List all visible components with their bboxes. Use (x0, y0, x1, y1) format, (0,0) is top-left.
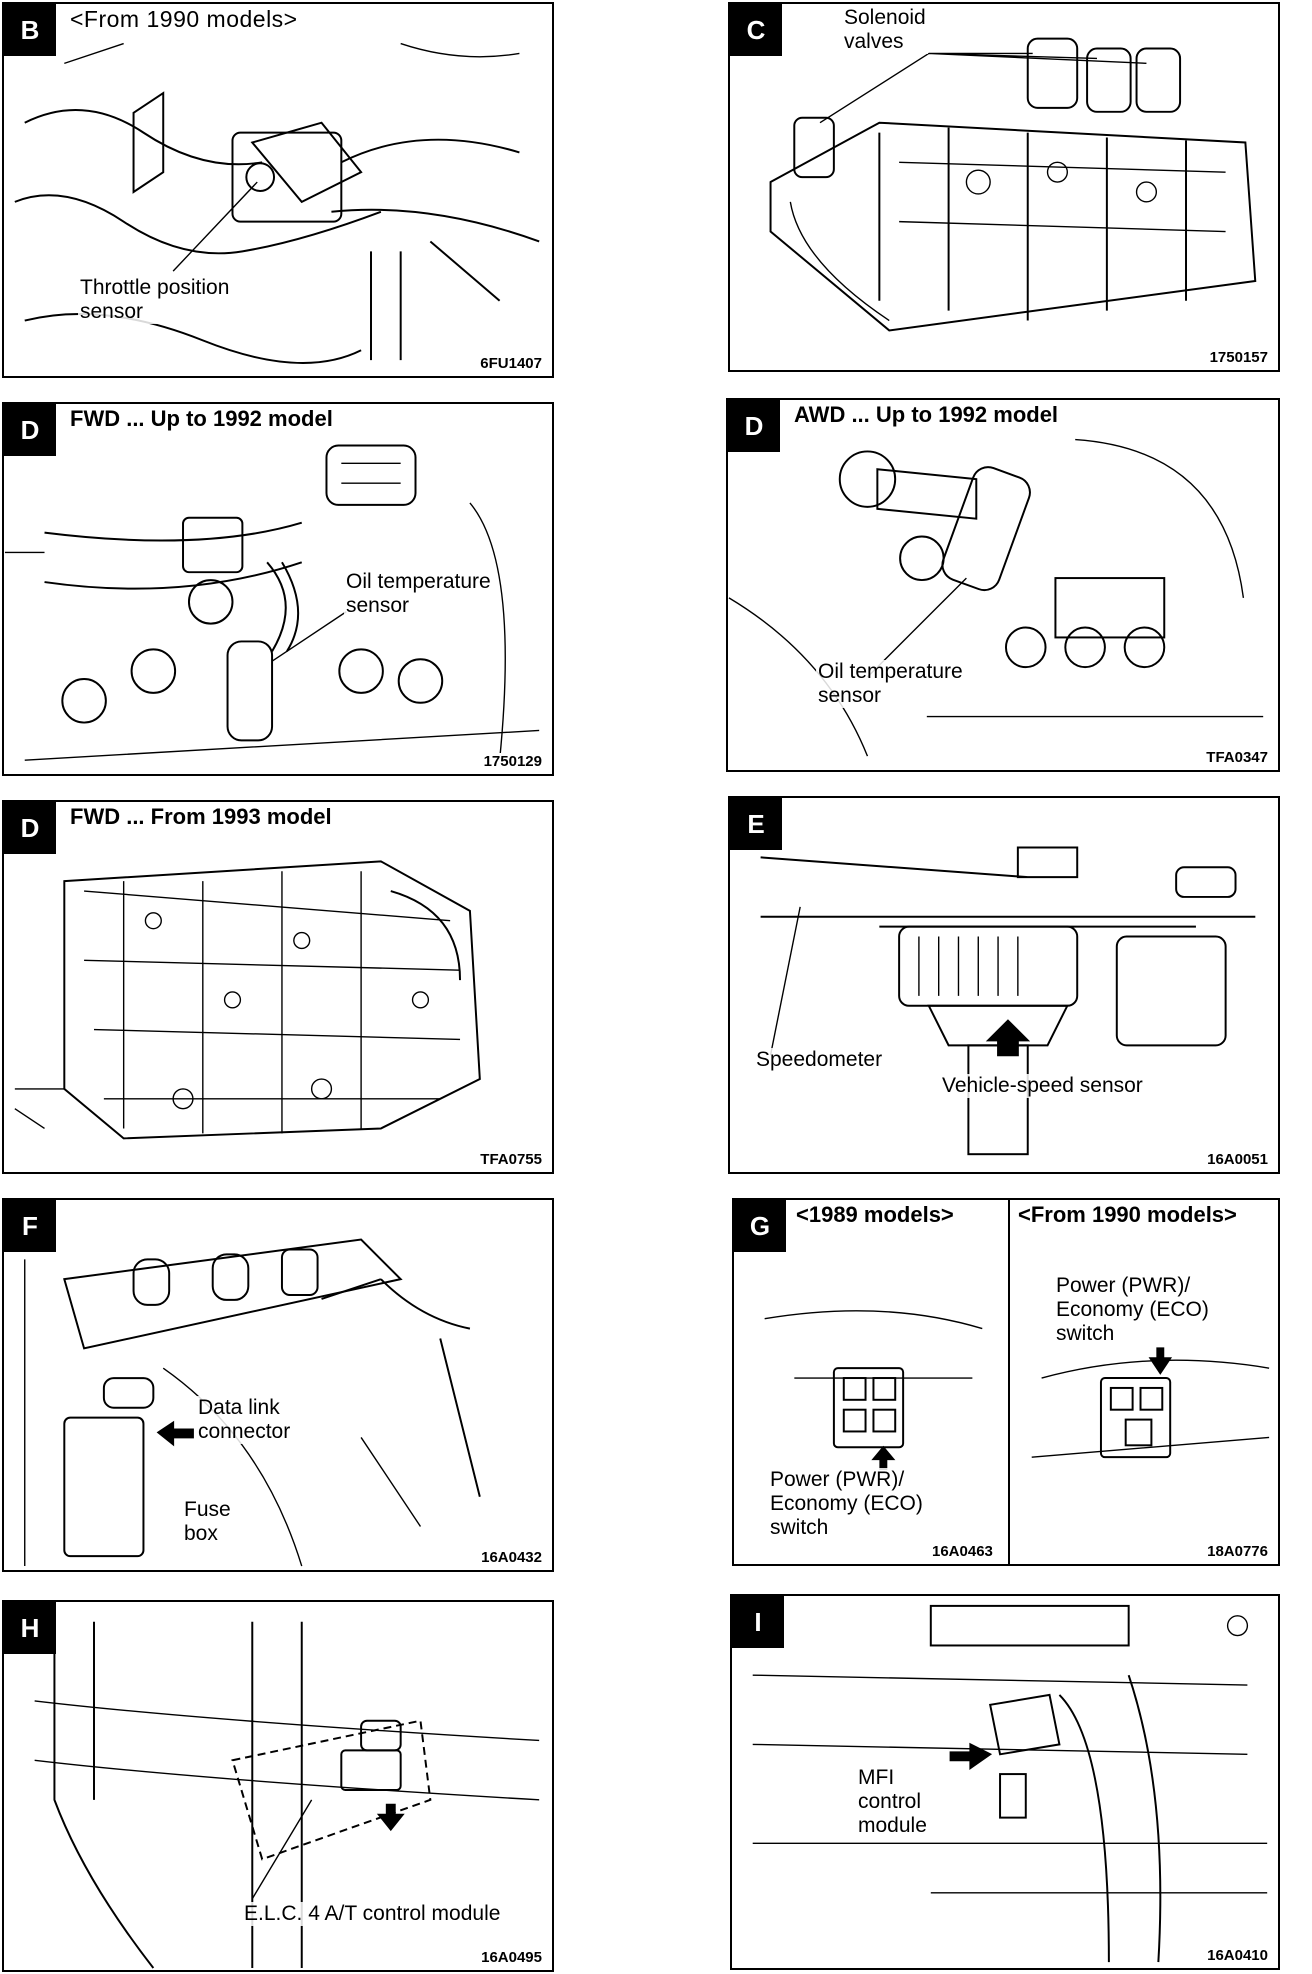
panel-d-1993-figure-code: TFA0755 (478, 1151, 544, 1168)
figure-panel-c: C Solenoid valves 1750157 (728, 2, 1280, 372)
solenoid-valves-illustration (769, 37, 1257, 332)
pwr-eco-switch-illustration (764, 1310, 1270, 1471)
figure-panel-g: G <1989 models> <From 1990 models> Power… (732, 1198, 1280, 1566)
mfi-control-module-illustration (752, 1604, 1268, 1963)
panel-d-awd-title: AWD ... Up to 1992 model (790, 402, 1063, 428)
figure-panel-i: I MFI control module 16A0410 (730, 1594, 1280, 1970)
panel-d-1993-title: FWD ... From 1993 model (66, 804, 336, 830)
panel-d-1993-badge: D (4, 802, 56, 854)
throttle-position-sensor-illustration (14, 42, 540, 364)
panel-b-badge: B (4, 4, 56, 56)
panel-b-title: <From 1990 models> (66, 6, 302, 33)
panel-f-figure-code: 16A0432 (479, 1549, 544, 1566)
panel-i-label-mfi-control-module: MFI control module (856, 1766, 929, 1838)
panel-e-label-speedometer: Speedometer (754, 1048, 885, 1072)
panel-h-figure-code: 16A0495 (479, 1949, 544, 1966)
figure-panel-d-fwd-from-1993: D FWD ... From 1993 model TFA0755 (2, 800, 554, 1174)
vehicle-speed-sensor-illustration (760, 846, 1256, 1156)
panel-d-fwd-title: FWD ... Up to 1992 model (66, 406, 337, 432)
oil-temperature-sensor-fwd-illustration (4, 444, 540, 761)
panel-i-figure-code: 16A0410 (1205, 1947, 1270, 1964)
panel-f-badge: F (4, 1200, 56, 1252)
panel-g-divider (1008, 1200, 1010, 1564)
panel-d-fwd-badge: D (4, 404, 56, 456)
figure-panel-d-fwd-up-to-1992: D FWD ... Up to 1992 model Oil temperatu… (2, 402, 554, 776)
panel-f-label-fuse-box: Fuse box (182, 1498, 233, 1546)
panel-i-badge: I (732, 1596, 784, 1648)
panel-b-figure-code: 6FU1407 (478, 355, 544, 372)
figure-panel-f: F Data link connector Fuse box 16A0432 (2, 1198, 554, 1572)
panel-g-right-code: 18A0776 (1205, 1543, 1270, 1560)
panel-d-awd-figure-code: TFA0347 (1204, 749, 1270, 766)
elc-4-at-control-module-illustration (34, 1621, 540, 1969)
data-link-connector-fuse-box-illustration (24, 1238, 481, 1567)
figure-panel-h: H E.L.C. 4 A/T control module 16A0495 (2, 1600, 554, 1972)
panel-c-badge: C (730, 4, 782, 56)
panel-e-label-vehicle-speed-sensor: Vehicle-speed sensor (940, 1074, 1145, 1098)
panel-d-fwd-figure-code: 1750129 (481, 753, 544, 770)
panel-d-awd-label-oil-temperature-sensor: Oil temperature sensor (816, 660, 965, 708)
panel-g-left-label: Power (PWR)/ Economy (ECO) switch (768, 1468, 925, 1540)
panel-g-right-title: <From 1990 models> (1014, 1202, 1241, 1228)
panel-b-label-throttle-position-sensor: Throttle position sensor (78, 276, 232, 324)
panel-g-right-label: Power (PWR)/ Economy (ECO) switch (1054, 1274, 1211, 1346)
panel-e-badge: E (730, 798, 782, 850)
panel-d-awd-badge: D (728, 400, 780, 452)
panel-g-badge: G (734, 1200, 786, 1252)
panel-e-figure-code: 16A0051 (1205, 1151, 1270, 1168)
panel-c-figure-code: 1750157 (1207, 349, 1270, 366)
panel-h-badge: H (4, 1602, 56, 1654)
panel-g-left-code: 16A0463 (930, 1543, 995, 1560)
oil-temperature-sensor-awd-illustration (728, 438, 1264, 757)
panel-d-fwd-label-oil-temperature-sensor: Oil temperature sensor (344, 570, 493, 618)
figure-panel-e: E Speedometer Vehicle-speed sensor 16A00… (728, 796, 1280, 1174)
valve-body-fwd-1993-illustration (14, 860, 481, 1140)
panel-g-left-title: <1989 models> (792, 1202, 958, 1228)
panel-f-label-data-link-connector: Data link connector (196, 1396, 293, 1444)
panel-h-label-elc-4-at-control-module: E.L.C. 4 A/T control module (242, 1902, 503, 1926)
panel-c-label-solenoid-valves: Solenoid valves (842, 6, 928, 54)
figure-panel-d-awd-up-to-1992: D AWD ... Up to 1992 model Oil temperatu… (726, 398, 1280, 772)
figure-panel-b: B <From 1990 models> Throttle position s… (2, 2, 554, 378)
